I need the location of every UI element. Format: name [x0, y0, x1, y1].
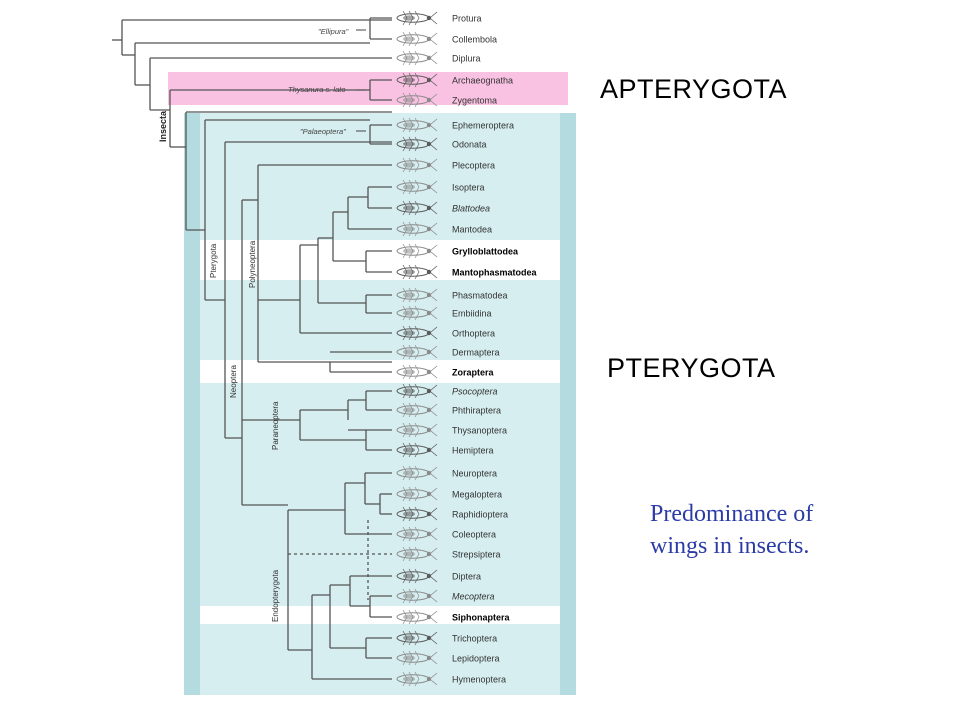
taxon-label-mantodea: Mantodea — [452, 225, 492, 235]
taxon-label-hemiptera: Hemiptera — [452, 446, 494, 456]
taxon-label-phasmatodea: Phasmatodea — [452, 291, 508, 301]
caption: Predominance of wings in insects. — [650, 498, 890, 562]
insect-icon-zygentoma — [396, 92, 438, 108]
taxon-label-ephemeroptera: Ephemeroptera — [452, 121, 514, 131]
pterygota-band-right-edge — [560, 113, 576, 695]
insect-icon-archaeognatha — [396, 72, 438, 88]
insect-icon-mantodea — [396, 221, 438, 237]
insect-icon-neuroptera — [396, 465, 438, 481]
taxon-label-plecoptera: Plecoptera — [452, 161, 495, 171]
taxon-labels: ProturaCollembolaDipluraArchaeognathaZyg… — [452, 14, 538, 685]
pterygota-band-left-edge — [184, 113, 200, 695]
taxon-label-megaloptera: Megaloptera — [452, 490, 502, 500]
insect-icon-protura — [396, 10, 438, 26]
taxon-label-zoraptera: Zoraptera — [452, 368, 495, 378]
unhighlighted-band-1 — [200, 240, 560, 280]
insect-icon-phasmatodea — [396, 287, 438, 303]
clade-label-paraneoptera: Paraneoptera — [271, 401, 280, 450]
clade-label-neoptera: Neoptera — [229, 365, 238, 398]
caption-line-1: Predominance of — [650, 501, 814, 527]
taxon-label-psocoptera: Psocoptera — [452, 387, 498, 397]
caption-line-2: wings in insects. — [650, 533, 810, 559]
clade-labels: "Ellipura" Thysanura s. lato "Palaeoptera"… — [158, 27, 366, 622]
unhighlighted-band-3 — [200, 606, 560, 624]
insect-icon-isoptera — [396, 179, 438, 195]
insect-icon-siphonaptera — [396, 609, 438, 625]
insect-icon-embiidina — [396, 305, 438, 321]
insect-icon-thysanoptera — [396, 422, 438, 438]
taxon-label-neuroptera: Neuroptera — [452, 469, 497, 479]
insect-icon-mecoptera — [396, 588, 438, 604]
taxon-label-archaeognatha: Archaeognatha — [452, 76, 513, 86]
taxon-label-diptera: Diptera — [452, 572, 481, 582]
clade-label-thysanura: Thysanura s. lato — [288, 85, 346, 94]
insect-icon-lepidoptera — [396, 650, 438, 666]
clade-label-pterygota: Pterygota — [209, 243, 218, 278]
insect-icon-diptera — [396, 568, 438, 584]
taxon-label-diplura: Diplura — [452, 54, 481, 64]
insect-icon-phthiraptera — [396, 402, 438, 418]
taxon-label-strepsiptera: Strepsiptera — [452, 550, 501, 560]
insect-icon-grylloblattodea — [396, 243, 438, 259]
insect-icon-psocoptera — [396, 383, 438, 399]
taxon-label-grylloblattodea: Grylloblattodea — [452, 247, 519, 257]
insect-icon-blattodea — [396, 200, 438, 216]
insect-icon-collembola — [396, 31, 438, 47]
insect-icon-orthoptera — [396, 325, 438, 341]
clade-label-endopterygota: Endopterygota — [271, 569, 280, 622]
insect-icon-raphidioptera — [396, 506, 438, 522]
taxon-label-embiidina: Embiidina — [452, 309, 492, 319]
clade-label-ellipura: "Ellipura" — [318, 27, 349, 36]
pterygota-label: PTERYGOTA — [607, 353, 776, 383]
apterygota-label: APTERYGOTA — [600, 74, 788, 104]
clade-label-palaeoptera: "Palaeoptera" — [300, 127, 346, 136]
insect-icon-dermaptera — [396, 344, 438, 360]
taxon-label-odonata: Odonata — [452, 140, 487, 150]
phylogenetic-tree — [112, 17, 392, 680]
taxon-label-thysanoptera: Thysanoptera — [452, 426, 507, 436]
taxon-label-orthoptera: Orthoptera — [452, 329, 495, 339]
insect-icon-ephemeroptera — [396, 117, 438, 133]
taxon-label-blattodea: Blattodea — [452, 204, 490, 214]
insect-icon-zoraptera — [396, 364, 438, 380]
pterygota-band — [184, 113, 576, 695]
clade-label-insecta: Insecta — [158, 110, 168, 142]
taxon-label-coleoptera: Coleoptera — [452, 530, 496, 540]
clade-label-polyneoptera: Polyneoptera — [248, 240, 257, 288]
taxon-label-trichoptera: Trichoptera — [452, 634, 497, 644]
taxon-label-phthiraptera: Phthiraptera — [452, 406, 501, 416]
insect-icon-mantophasmatodea — [396, 264, 438, 280]
taxon-label-collembola: Collembola — [452, 35, 497, 45]
insect-icon-megaloptera — [396, 486, 438, 502]
taxon-label-raphidioptera: Raphidioptera — [452, 510, 508, 520]
insect-icon-strepsiptera — [396, 546, 438, 562]
taxon-label-dermaptera: Dermaptera — [452, 348, 500, 358]
insect-icon-diplura — [396, 50, 438, 66]
taxon-label-protura: Protura — [452, 14, 482, 24]
taxon-label-hymenoptera: Hymenoptera — [452, 675, 506, 685]
taxon-label-mantophasmatodea: Mantophasmatodea — [452, 268, 538, 278]
insect-icon-hymenoptera — [396, 671, 438, 687]
taxon-label-mecoptera: Mecoptera — [452, 592, 495, 602]
insect-icon-coleoptera — [396, 526, 438, 542]
taxon-label-siphonaptera: Siphonaptera — [452, 613, 511, 623]
insect-icon-plecoptera — [396, 157, 438, 173]
taxon-label-zygentoma: Zygentoma — [452, 96, 497, 106]
highlight-bands — [168, 72, 576, 695]
insect-icon-hemiptera — [396, 442, 438, 458]
insect-icon-trichoptera — [396, 630, 438, 646]
apterygota-band — [168, 72, 568, 105]
insect-icon-odonata — [396, 136, 438, 152]
taxon-label-lepidoptera: Lepidoptera — [452, 654, 500, 664]
taxon-label-isoptera: Isoptera — [452, 183, 485, 193]
insect-icons — [396, 10, 438, 687]
